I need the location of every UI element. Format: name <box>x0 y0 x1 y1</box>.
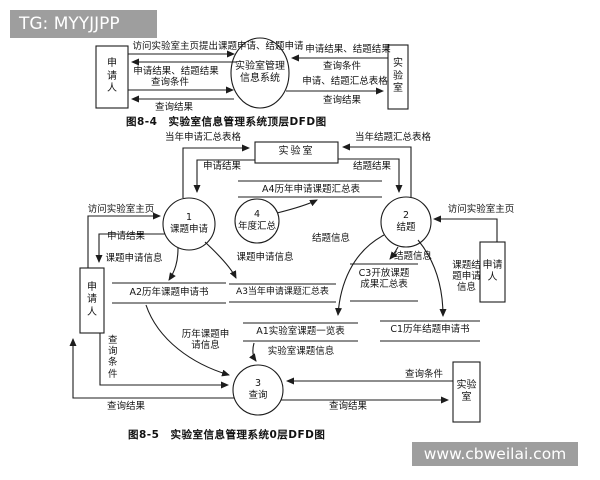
flow-apply-result-left-label: 申请结果 <box>106 231 145 242</box>
flow-apply-result-left-line <box>95 233 165 263</box>
top-applicant-label: 申请人 <box>107 58 117 95</box>
figure-8-4-caption: 图8-4 实验室信息管理系统顶层DFD图 <box>126 116 327 128</box>
process-3: 3 查询 <box>233 365 283 415</box>
process-3-circle <box>232 364 284 416</box>
flow-topic-apply-info-a3-line <box>204 241 237 279</box>
store-a3-label: A3当年申请课题汇总表 <box>236 287 329 297</box>
watermark-bottom: www.cbweilai.com <box>412 442 578 466</box>
flow-visit-right-label: 访问实验室主页 <box>447 204 515 215</box>
top-applicant-box <box>95 45 129 109</box>
flow-lab-result-label: 申请结果、结题结果 <box>305 44 391 55</box>
flow-year-concl-summary-label: 当年结题汇总表格 <box>354 132 431 143</box>
flow-apply-result-top-label: 申请结果 <box>202 161 241 172</box>
flow-query-result-left-line <box>69 338 234 399</box>
applicant-right-label: 申请人 <box>482 259 503 284</box>
lab-top-entity: 实验室 <box>255 142 338 163</box>
flow-visit-right-line <box>433 215 498 242</box>
flow-summary-tables-label: 申请、结题汇总表格 <box>302 76 388 87</box>
process-4-circle <box>234 198 280 244</box>
store-c1-lines <box>380 320 480 342</box>
lab-bottom-label: 实验室 <box>456 379 477 404</box>
lab-bottom-box <box>452 361 481 423</box>
flow-query-condition-right-label: 查询条件 <box>404 369 443 380</box>
top-system-bubble <box>230 37 290 109</box>
top-system-label: 实验室管理信息系统 <box>235 60 285 85</box>
top-lab-box <box>387 44 409 110</box>
flow-year-concl-summary-line <box>342 143 412 197</box>
process-3-number: 3 <box>254 378 262 390</box>
process-2-number: 2 <box>402 210 410 222</box>
top-lab-entity: 实验室 <box>388 45 408 109</box>
flow-topic-apply-info-a2-label: 课题申请信息 <box>105 253 163 264</box>
store-c3-lines <box>350 263 418 302</box>
process-1-number: 1 <box>185 212 193 224</box>
store-a2-label: A2历年课题申请书 <box>129 287 209 298</box>
applicant-left-entity: 申请人 <box>80 268 104 333</box>
top-applicant-entity: 申请人 <box>96 46 128 108</box>
process-1: 1 课题申请 <box>163 198 215 250</box>
store-a3-lines <box>229 283 336 303</box>
process-4-number: 4 <box>253 209 261 221</box>
figure-8-5-caption: 图8-5 实验室信息管理系统0层DFD图 <box>128 429 326 441</box>
flow-visit-request-label: 访问实验室主页提出课题申请、结题申请 <box>132 41 304 52</box>
flow-query-condition-right-label: 查询条件 <box>322 61 361 72</box>
flow-year-apply-summary-label: 当年申请汇总表格 <box>164 132 241 143</box>
flow-lab-topic-info-label: 实验室课题信息 <box>267 346 335 357</box>
store-a1-label: A1实验室课题一览表 <box>256 326 345 337</box>
store-a4-lines <box>238 180 382 198</box>
store-c3-label: C3开放课题成果汇总表 <box>358 268 410 291</box>
lab-bottom-entity: 实验室 <box>453 362 480 422</box>
top-system-process: 实验室管理信息系统 <box>232 56 288 90</box>
process-2-circle <box>380 196 432 248</box>
process-4: 4 年度汇总 <box>235 199 279 243</box>
lab-top-box <box>254 141 339 164</box>
applicant-right-box <box>479 241 506 303</box>
flow-visit-left-line <box>87 212 161 268</box>
process-4-name: 年度汇总 <box>237 221 276 232</box>
top-lab-label: 实验室 <box>393 58 403 95</box>
flow-query-result-left-label: 查询结果 <box>106 401 145 412</box>
flow-query-condition-label: 查询条件 <box>150 77 189 88</box>
process-3-name: 查询 <box>248 390 268 401</box>
flow-history-topic-apply-info-label: 历年课题申请信息 <box>181 329 230 352</box>
flow-p4-to-a4-line <box>276 199 318 214</box>
flow-visit-left-label: 访问实验室主页 <box>87 204 155 215</box>
flow-query-result-label: 查询结果 <box>154 102 193 113</box>
flow-query-condition-left-label: 查询条件 <box>108 335 118 380</box>
process-2: 2 结题 <box>381 197 431 247</box>
flow-history-topic-apply-info-line <box>145 304 230 377</box>
flow-topic-apply-info-a2-line <box>168 247 179 281</box>
flow-concl-info-a1-line <box>334 234 385 316</box>
flow-topic-concl-apply-info-label: 课题结题申请信息 <box>452 260 481 294</box>
process-1-name: 课题申请 <box>169 224 208 235</box>
store-c1-label: C1历年结题申请书 <box>390 324 470 335</box>
flow-concl-info-c3-line <box>389 246 399 260</box>
store-a2-lines <box>112 282 226 304</box>
flow-concl-info-a1-label: 结题信息 <box>311 233 350 244</box>
applicant-left-label: 申请人 <box>87 281 97 318</box>
flow-concl-result-label: 结题结果 <box>352 161 391 172</box>
watermark-top: TG: MYYJJPP <box>10 10 157 38</box>
flow-concl-result-line <box>338 158 403 193</box>
store-a1-lines <box>243 322 358 342</box>
flow-lab-topic-info-line <box>249 342 257 362</box>
applicant-right-entity: 申请人 <box>480 242 505 302</box>
flow-apply-result-label: 申请结果、结题结果 <box>133 66 219 77</box>
flow-concl-info-c3-label: 结题信息 <box>393 251 432 262</box>
flow-topic-concl-apply-info-line <box>417 239 447 317</box>
process-2-name: 结题 <box>396 222 416 233</box>
flow-query-result-right-label: 查询结果 <box>328 401 367 412</box>
flow-query-condition-left-line <box>99 333 229 389</box>
store-a4-label: A4历年申请课题汇总表 <box>261 184 361 195</box>
process-1-circle <box>162 197 216 251</box>
lab-top-label: 实验室 <box>278 146 315 158</box>
applicant-left-box <box>79 267 105 334</box>
flow-topic-apply-info-a3-label: 课题申请信息 <box>236 252 294 263</box>
flow-year-apply-summary-line <box>182 144 250 198</box>
flow-apply-result-top-line <box>193 159 255 193</box>
flow-query-result-right-label: 查询结果 <box>322 95 361 106</box>
